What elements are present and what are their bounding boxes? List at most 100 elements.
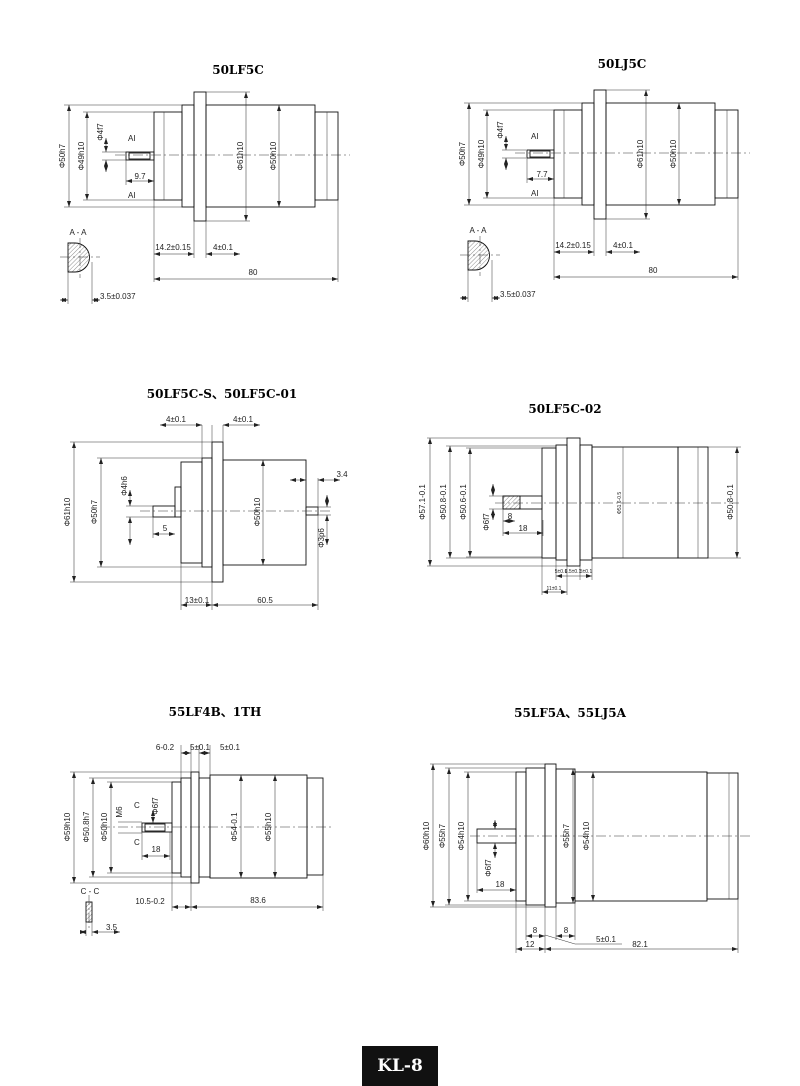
dim-a: 14.2±0.15 <box>155 243 191 252</box>
drawing-55lf4b: 55LF4B、1TH 6-0.2 5±0.1 5±0.1 Φ59h10 Φ50.… <box>63 705 273 932</box>
dim-body-diameter: Φ50h10 <box>269 141 278 170</box>
part-outline <box>205 104 316 208</box>
dim-key-length: 9.7 <box>134 172 146 181</box>
dim-shaft-diameter: Φ6f7 <box>484 859 493 877</box>
dim-body-diameter: Φ50h10 <box>253 497 262 526</box>
dim-bottom-b: 6.5±0.1 <box>565 569 582 575</box>
dim-body-diameter: Φ50h10 <box>669 139 678 168</box>
extension-line <box>544 934 576 945</box>
dim-mid-diameter: Φ51.6-0.5 <box>617 492 623 515</box>
dim-key-length: 8 <box>508 512 513 521</box>
dim-b: 4±0.1 <box>213 243 234 252</box>
part-outline <box>525 767 546 906</box>
part-outline <box>593 89 607 220</box>
dim-outer-diameter: Φ50h7 <box>58 143 67 168</box>
part-outline <box>193 91 207 222</box>
drawing-50lj5c: 50LJ5C Φ50h7 Φ49h10 Φ4f7 Φ61h10 Φ50h10 A… <box>458 57 678 299</box>
dim-top-b: 4±0.1 <box>233 415 254 424</box>
motor-outline <box>427 437 741 595</box>
page-number-badge: KL-8 <box>362 1046 438 1086</box>
dim-pilot-diameter: Φ50.8h7 <box>82 811 91 842</box>
part-outline <box>180 777 192 878</box>
dim-outer-diameter: Φ57.1-0.1 <box>418 484 427 520</box>
motor-outline <box>430 763 752 953</box>
part-outline <box>201 457 213 568</box>
drawing-50lf5c: 50LF5C Φ50h7 Φ49h10 Φ4f7 Φ61h10 Φ50h10 A… <box>58 63 278 301</box>
dim-pilot-diameter: Φ50h7 <box>90 499 99 524</box>
dim-flange-diameter: Φ59h10 <box>63 812 72 841</box>
dim-shaft-diameter: Φ6f7 <box>151 797 160 815</box>
dim-top-b: 5±0.1 <box>190 743 211 752</box>
dim-shaft-length: 5 <box>163 524 168 533</box>
dim-top-c: 5±0.1 <box>220 743 241 752</box>
motor-outline <box>460 89 750 302</box>
dim-body-diameter: Φ54-0.1 <box>230 812 239 842</box>
part-outline <box>591 446 679 559</box>
dim-rear-length: 3.4 <box>336 470 348 479</box>
dim-key-width: 3.5±0.037 <box>500 290 536 299</box>
dim-shaft-diameter: Φ4f7 <box>96 123 105 141</box>
dim-flange-diameter: Φ61h10 <box>63 497 72 526</box>
section-label: C - C <box>81 887 100 896</box>
dim-thread: M6 <box>115 806 124 818</box>
section-mark: AI <box>128 191 136 200</box>
part-outline <box>555 444 568 561</box>
section-mark: AI <box>128 134 136 143</box>
part-outline <box>209 774 308 879</box>
motor-outline <box>60 91 350 304</box>
part-outline <box>553 109 583 199</box>
part-outline <box>579 444 593 561</box>
dim-bottom-a: 8 <box>533 926 538 935</box>
part-outline <box>152 505 176 518</box>
dim-outer-diameter: Φ50h7 <box>458 141 467 166</box>
section-mark: C <box>134 838 140 847</box>
section-mark: C <box>134 801 140 810</box>
dim-bottom-d: 5±0.1 <box>596 935 617 944</box>
dim-bottom-c: 12 <box>526 940 535 949</box>
dim-flange-diameter: Φ61h10 <box>236 141 245 170</box>
part-outline <box>211 441 224 583</box>
part-outline <box>581 102 595 206</box>
dim-flange-diameter: Φ60h10 <box>422 821 431 850</box>
dim-pilot-diameter: Φ49h10 <box>77 141 86 170</box>
part-outline <box>515 771 527 902</box>
dim-pilot-diameter: Φ55h7 <box>438 823 447 848</box>
drawing-title: 55LF5A、55LJ5A <box>514 706 626 720</box>
part-outline <box>566 437 581 567</box>
dim-length: 80 <box>649 266 658 275</box>
section-mark: AI <box>531 132 539 141</box>
dim-bottom-b: 60.5 <box>257 596 273 605</box>
part-outline <box>677 446 709 559</box>
part-outline <box>190 771 200 884</box>
part-outline <box>222 459 307 566</box>
part-outline <box>153 111 183 201</box>
dim-bottom-e: 82.1 <box>632 940 648 949</box>
dim-bottom-b: 8 <box>564 926 569 935</box>
part-outline <box>144 823 166 832</box>
dim-key-width: 3.5±0.037 <box>100 292 136 301</box>
dim-body-diameter: Φ50.8-0.1 <box>726 484 735 520</box>
part-outline <box>198 777 211 878</box>
drawing-title: 55LF4B、1TH <box>169 705 262 719</box>
dim-body2-diameter: Φ55h10 <box>264 812 273 841</box>
key-section-view <box>67 242 90 273</box>
dim-rear-diameter: Φ54h10 <box>457 821 466 850</box>
dim-top-a: 4±0.1 <box>166 415 187 424</box>
dim-bottom-b: 83.6 <box>250 896 266 905</box>
drawing-title: 50LJ5C <box>598 57 647 71</box>
dim-bottom-c: 5±0.1 <box>580 569 593 575</box>
dim-pilot-diameter: Φ50.8-0.1 <box>439 484 448 520</box>
dim-shaft-length: 18 <box>152 845 161 854</box>
dim-a: 14.2±0.15 <box>555 241 591 250</box>
section-mark: AI <box>531 189 539 198</box>
drawing-title: 50LF5C-S、50LF5C-01 <box>147 387 297 401</box>
dim-shaft-diameter: Φ4f7 <box>496 121 505 139</box>
motor-outline <box>70 423 340 610</box>
dim-rear-shaft-diameter: Φ3p6 <box>317 528 326 548</box>
dim-b: 4±0.1 <box>613 241 634 250</box>
part-outline <box>529 150 551 158</box>
dim-top-a: 6-0.2 <box>156 743 175 752</box>
dim-shaft-length: 18 <box>496 880 505 889</box>
